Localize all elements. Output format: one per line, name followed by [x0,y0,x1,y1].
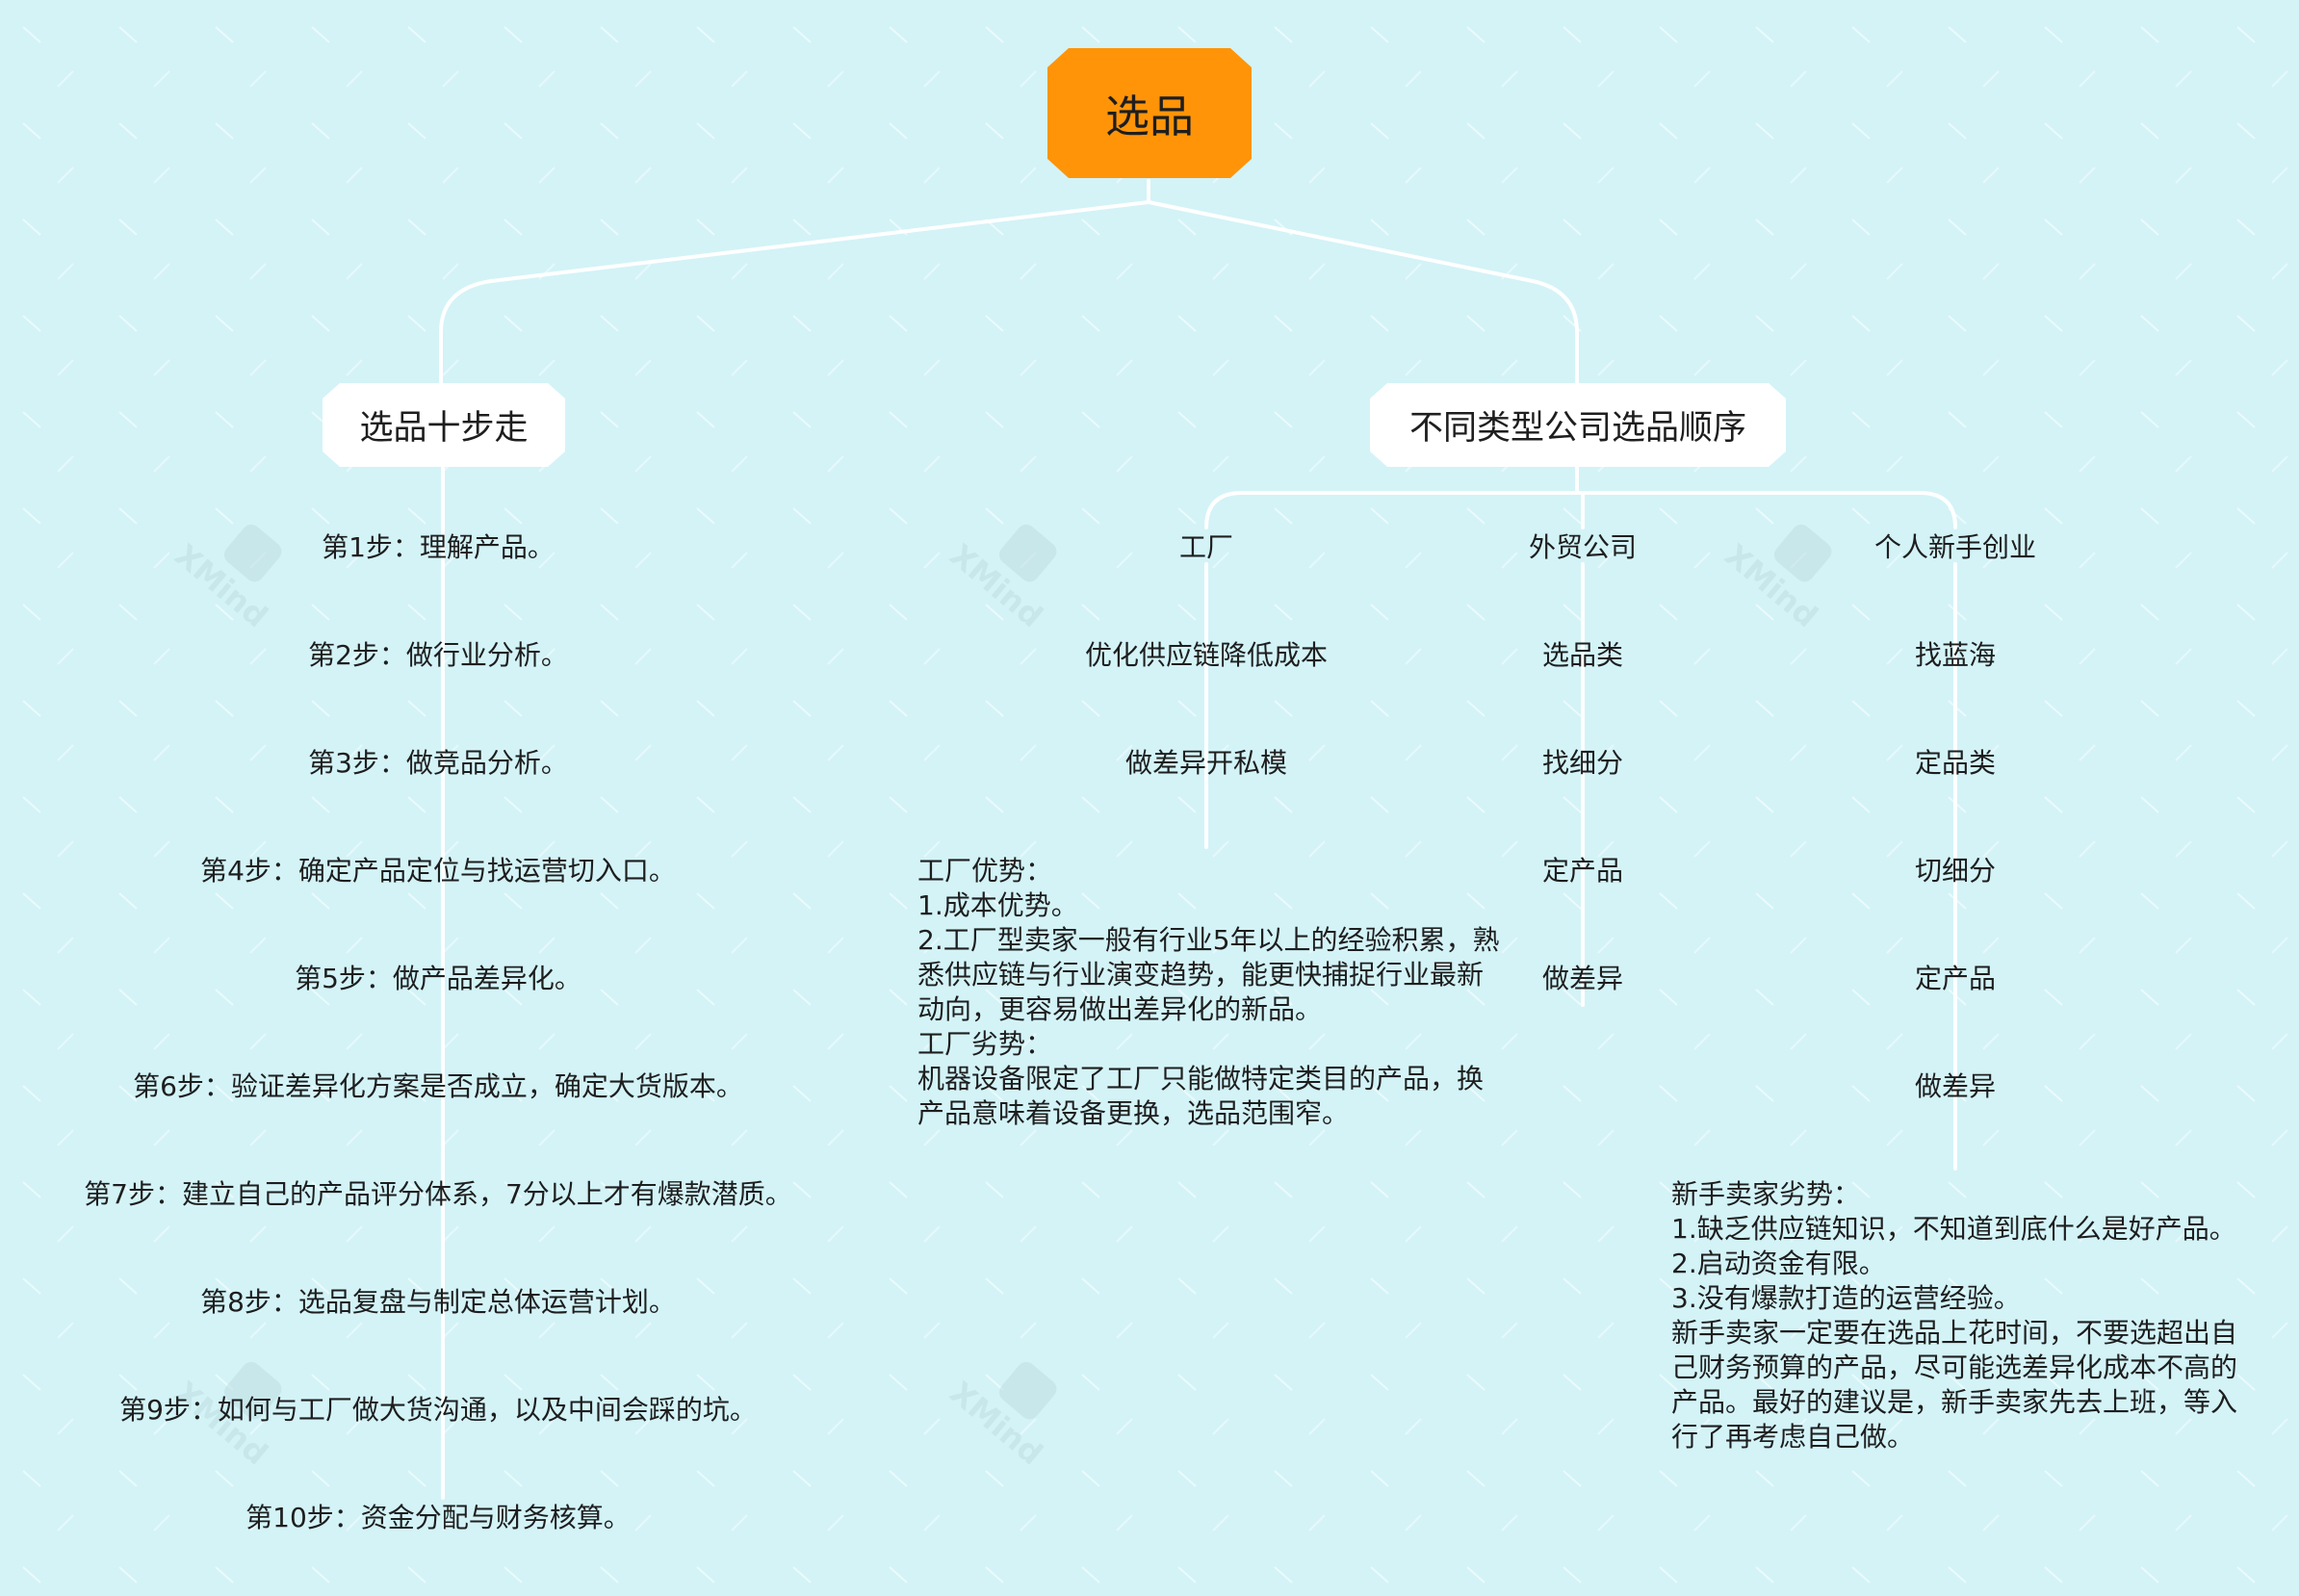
note-line: 行了再考虑自己做。 [1671,1421,1915,1453]
connector-branch-left [439,200,1150,385]
step-item[interactable]: 第6步：验证差异化方案是否成立，确定大货版本。 [133,1070,743,1102]
novice-item[interactable]: 切细分 [1914,855,1997,887]
note-line: 1.成本优势。 [917,889,1078,921]
connector-branch-right [1147,200,1579,385]
factory-item[interactable]: 做差异开私模 [1124,747,1288,779]
novice-note: 新手卖家劣势： 1.缺乏供应链知识，不知道到底什么是好产品。 2.启动资金有限。… [1671,1177,2268,1454]
trade-item[interactable]: 定产品 [1541,855,1624,887]
root-label: 选品 [1105,90,1194,142]
trade-item[interactable]: 找细分 [1541,747,1624,779]
novice-item[interactable]: 定品类 [1914,747,1997,779]
xmind-watermark: XMind [144,1338,289,1477]
note-line: 动向，更容易做出差异化的新品。 [917,993,1323,1025]
root-topic[interactable]: 选品 [1047,48,1252,178]
step-item[interactable]: 第1步：理解产品。 [322,531,555,563]
novice-item[interactable]: 定产品 [1914,963,1997,994]
novice-item[interactable]: 做差异 [1914,1070,1997,1102]
step-item[interactable]: 第10步：资金分配与财务核算。 [245,1502,631,1533]
trade-item[interactable]: 做差异 [1541,963,1624,994]
step-item[interactable]: 第5步：做产品差异化。 [295,963,581,994]
xmind-watermark: XMind [919,1338,1064,1477]
note-line: 2.启动资金有限。 [1671,1248,1886,1279]
note-line: 产品。最好的建议是，新手卖家先去上班，等入 [1671,1386,2238,1418]
branch-topic-ten-steps[interactable]: 选品十步走 [323,383,565,467]
note-line: 产品意味着设备更换，选品范围窄。 [917,1097,1350,1129]
xmind-watermark: XMind [144,501,289,639]
branch-label: 选品十步走 [359,409,529,448]
xmind-watermark: XMind [1694,501,1839,639]
note-line: 新手卖家一定要在选品上花时间，不要选超出自 [1671,1317,2238,1349]
note-line: 己财务预算的产品，尽可能选差异化成本不高的 [1671,1351,2238,1383]
step-item[interactable]: 第4步：确定产品定位与找运营切入口。 [200,855,676,887]
group-label-factory[interactable]: 工厂 [1178,531,1234,563]
note-line: 机器设备限定了工厂只能做特定类目的产品，换 [917,1063,1485,1094]
step-item[interactable]: 第7步：建立自己的产品评分体系，7分以上才有爆款潜质。 [84,1178,792,1210]
note-line: 悉供应链与行业演变趋势，能更快捕捉行业最新 [917,959,1485,991]
xmind-watermark: XMind [919,501,1064,639]
note-line: 2.工厂型卖家一般有行业5年以上的经验积累，熟 [917,924,1500,956]
note-line: 工厂优势： [917,855,1053,887]
note-line: 3.没有爆款打造的运营经验。 [1671,1282,2021,1314]
trade-item[interactable]: 选品类 [1541,639,1624,671]
step-item[interactable]: 第9步：如何与工厂做大货沟通，以及中间会踩的坑。 [119,1394,757,1426]
novice-item[interactable]: 找蓝海 [1914,639,1997,671]
group-label-individual-novice[interactable]: 个人新手创业 [1873,531,2037,563]
factory-note: 工厂优势： 1.成本优势。 2.工厂型卖家一般有行业5年以上的经验积累，熟 悉供… [917,854,1514,1131]
branch-label: 不同类型公司选品顺序 [1408,409,1746,448]
step-item[interactable]: 第2步：做行业分析。 [308,639,568,671]
factory-item[interactable]: 优化供应链降低成本 [1084,639,1329,671]
step-item[interactable]: 第8步：选品复盘与制定总体运营计划。 [200,1286,676,1318]
note-line: 工厂劣势： [917,1028,1053,1060]
note-line: 新手卖家劣势： [1671,1178,1861,1210]
branch-topic-company-types[interactable]: 不同类型公司选品顺序 [1370,383,1786,467]
note-line: 1.缺乏供应链知识，不知道到底什么是好产品。 [1671,1213,2236,1245]
step-item[interactable]: 第3步：做竞品分析。 [308,747,568,779]
group-label-trade-company[interactable]: 外贸公司 [1528,531,1638,563]
